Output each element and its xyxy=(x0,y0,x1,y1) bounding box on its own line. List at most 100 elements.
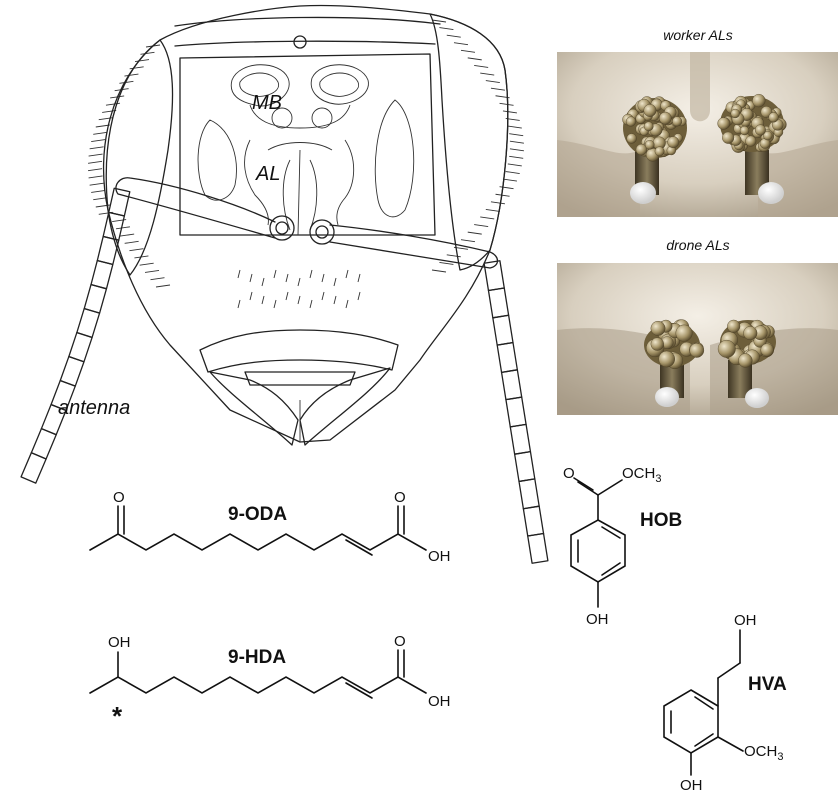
bristle xyxy=(144,270,160,273)
drone-right-glomeruli xyxy=(717,319,776,368)
head-capsule-outline xyxy=(102,4,509,443)
brain-window-frame xyxy=(179,53,436,236)
hob-methoxy: OCH3 xyxy=(622,465,661,485)
face-hair-dashes xyxy=(237,269,361,309)
bristle xyxy=(509,133,524,137)
bristle xyxy=(509,155,524,159)
glomerulus xyxy=(722,131,735,144)
face-hair xyxy=(237,299,241,309)
oda-ketone-o: O xyxy=(113,489,125,506)
brain-stipple-lines xyxy=(282,149,318,236)
bristle xyxy=(88,175,103,179)
vertex-ridge-inner xyxy=(174,40,436,47)
antenna-segment xyxy=(487,287,510,319)
hda-acid-o: O xyxy=(394,633,406,650)
bristle xyxy=(439,261,454,265)
bristle xyxy=(439,27,454,31)
face-hair xyxy=(345,269,349,279)
molecule-hva: OH OCH3 OH HVA xyxy=(663,612,787,793)
face-hair xyxy=(345,299,349,309)
glomerulus xyxy=(675,324,693,342)
glomerulus xyxy=(643,104,657,117)
bristle xyxy=(88,160,103,164)
glomerulus xyxy=(717,117,730,130)
bristle xyxy=(431,19,447,23)
hda-chain xyxy=(89,676,427,694)
bristle xyxy=(119,80,134,84)
left-optic-lobe xyxy=(197,119,237,201)
bristle xyxy=(431,269,447,273)
glomerulus xyxy=(768,112,779,123)
bristle xyxy=(120,233,135,237)
glomerulus xyxy=(643,121,654,132)
face-hair xyxy=(249,291,253,301)
bristle xyxy=(495,193,510,197)
bristle xyxy=(139,262,154,266)
glomerulus xyxy=(654,146,665,157)
bristle xyxy=(507,163,522,167)
drone-left-glomeruli xyxy=(644,319,705,370)
hva-methoxy: OCH3 xyxy=(744,743,783,763)
glomerulus xyxy=(658,350,676,368)
bristle xyxy=(134,59,150,62)
mushroom-body-label: MB xyxy=(252,92,282,114)
face-hair xyxy=(333,277,337,287)
bristle xyxy=(499,102,514,106)
bristle xyxy=(89,146,104,150)
bristle xyxy=(89,182,104,186)
glomerulus xyxy=(667,136,680,149)
face-hair xyxy=(273,299,277,309)
antenna-segment xyxy=(500,369,523,401)
left-mandible xyxy=(209,371,299,446)
bristle xyxy=(490,87,506,91)
antenna-segment xyxy=(90,259,114,290)
antenna-segment xyxy=(509,423,532,455)
bristle xyxy=(485,208,500,212)
face-hair xyxy=(285,273,289,283)
right-antennal-socket xyxy=(309,219,335,245)
glomerulus xyxy=(717,339,736,358)
face-hair xyxy=(333,295,337,305)
face-hair xyxy=(321,291,325,301)
hob-ring xyxy=(570,519,626,583)
bristle xyxy=(129,66,144,70)
oda-acid-o: O xyxy=(394,489,406,506)
hva-name: HVA xyxy=(748,674,787,695)
antenna-segment xyxy=(96,235,120,266)
bristle xyxy=(150,277,165,281)
glomerulus xyxy=(650,320,666,336)
antenna-segment xyxy=(522,505,545,537)
hda-oh: OH xyxy=(428,693,451,710)
antenna-segment xyxy=(518,478,540,510)
glomerulus xyxy=(763,130,773,141)
glomerulus xyxy=(752,93,766,108)
hda-hydroxyl-oh: OH xyxy=(108,634,131,651)
left-compound-eye xyxy=(105,39,174,276)
glomerulus xyxy=(730,108,740,119)
hob-name: HOB xyxy=(640,510,682,531)
glomerulus xyxy=(727,319,741,333)
bristle xyxy=(124,240,139,244)
antenna-segment xyxy=(83,283,108,314)
molecule-hob: O OCH3 OH HOB xyxy=(563,465,682,628)
face-hair xyxy=(249,273,253,283)
bristle xyxy=(502,110,518,114)
glomerulus xyxy=(738,353,753,368)
oda-oh: OH xyxy=(428,548,451,565)
bee-head-drawing xyxy=(20,4,549,564)
glomerulus xyxy=(743,326,758,341)
right-antenna-scape xyxy=(329,224,499,269)
left-antennal-socket xyxy=(269,215,295,241)
bristle xyxy=(88,168,103,172)
face-hair xyxy=(357,291,361,301)
worker-als-photo xyxy=(557,52,838,217)
bristle xyxy=(93,197,108,201)
worker-als-title: worker ALs xyxy=(663,27,733,43)
glomerulus xyxy=(659,111,672,125)
bristle xyxy=(490,201,506,205)
antennal-lobe-label: AL xyxy=(255,163,280,185)
worker-right-glomeruli xyxy=(717,93,787,153)
bristle xyxy=(124,73,139,77)
right-antennal-socket-inner xyxy=(315,225,329,239)
